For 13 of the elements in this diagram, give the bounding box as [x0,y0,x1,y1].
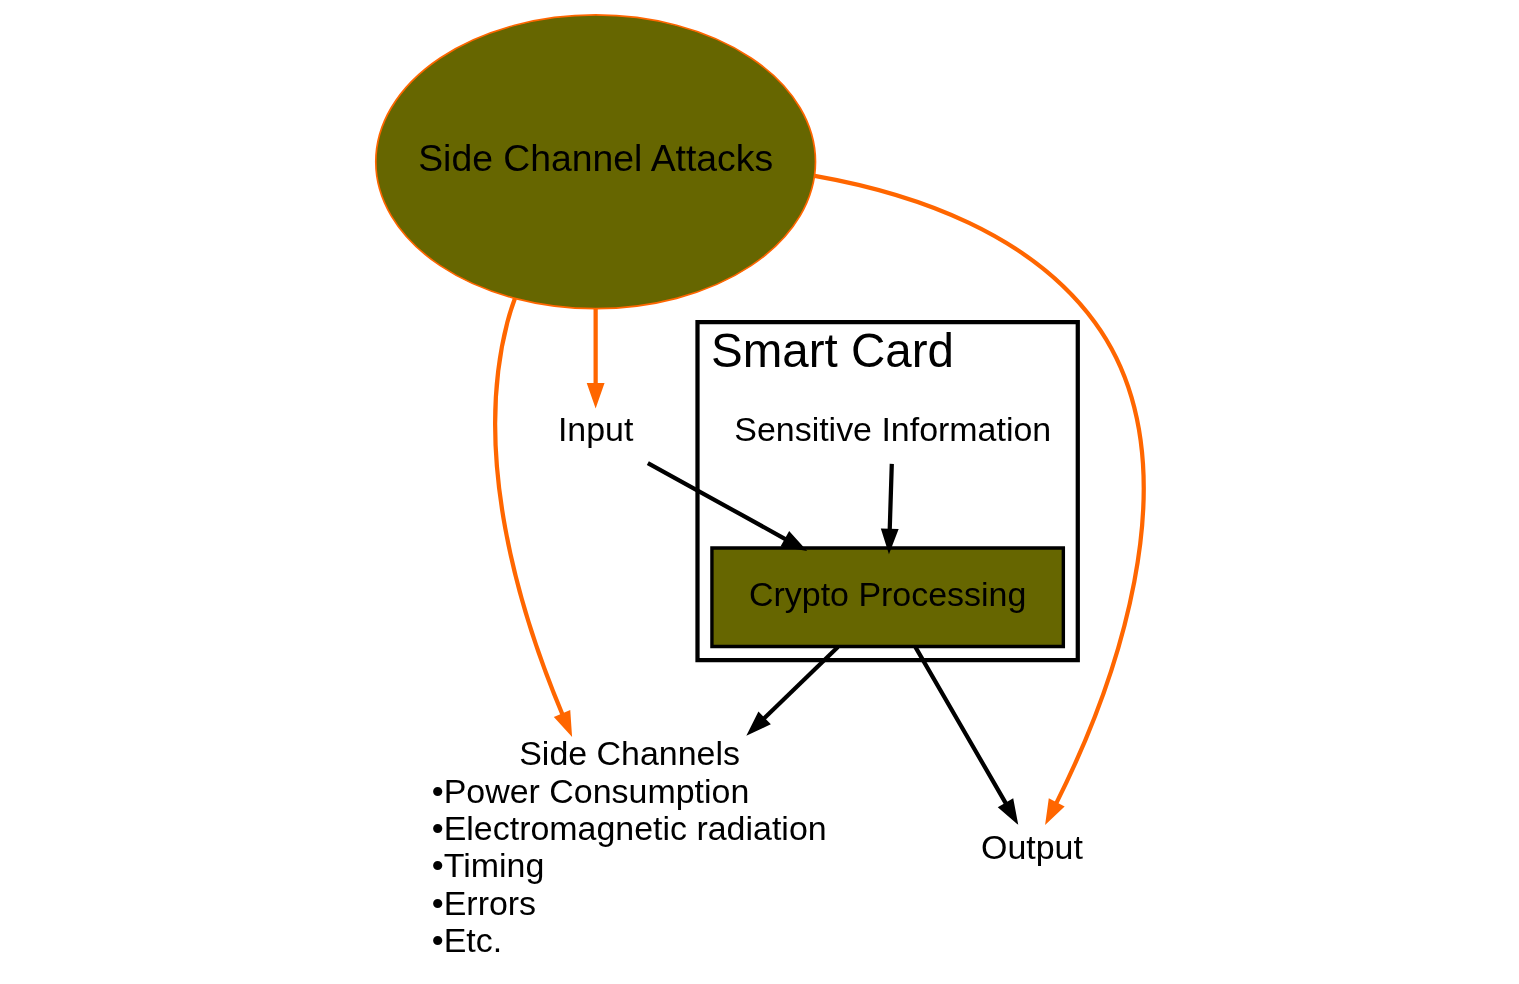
arrow [492,297,572,737]
node-ellipse: Side Channel Attacks [374,14,816,310]
node-text: Side Channels •Power Consumption •Electromagnetic radiation •Timing •Errors •Etc. [431,734,827,960]
arrow [586,308,605,409]
node-box: Crypto Processing [709,546,1065,649]
node-text: Output [980,827,1083,866]
arrow [813,173,1145,826]
arrow [646,461,807,552]
arrow [745,645,839,736]
node-text: Input [557,410,633,449]
arrow [880,463,899,555]
node-text: Sensitive Information [733,410,1051,449]
arrow [913,646,1018,825]
